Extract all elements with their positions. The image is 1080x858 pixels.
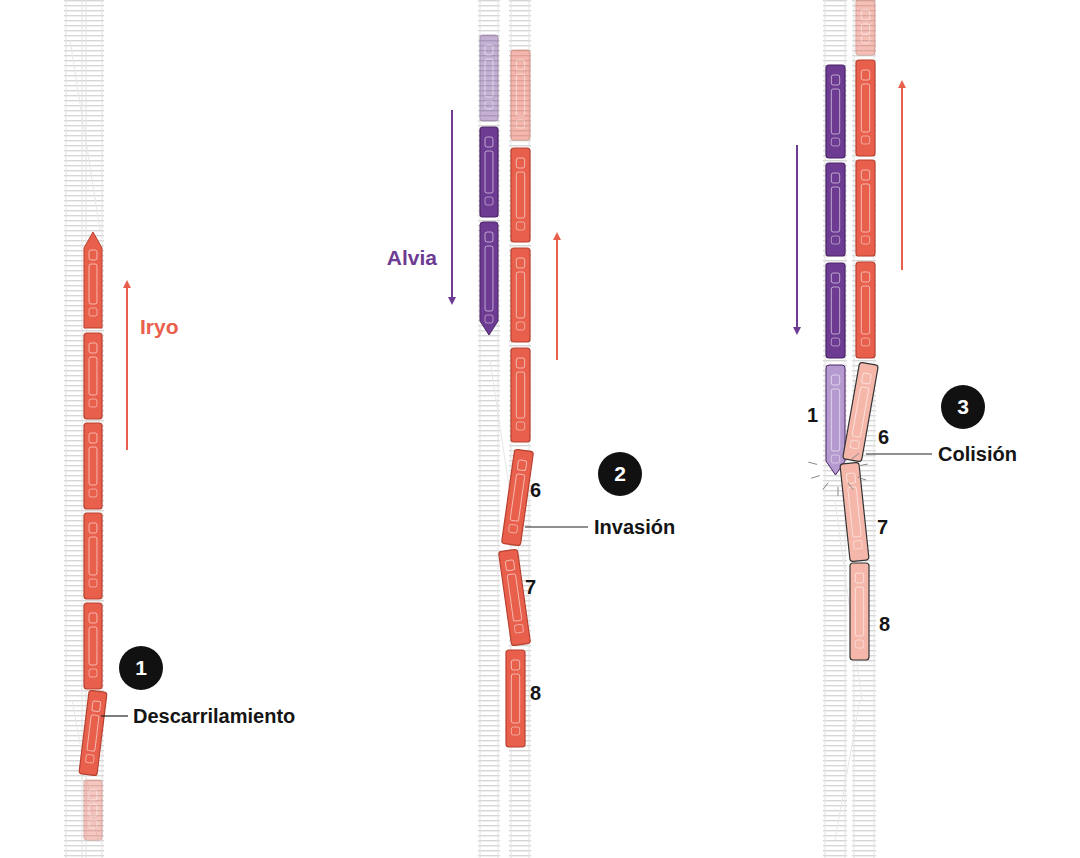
car-number: 8 [530,681,541,705]
leader-lines [101,454,932,716]
step-number: 3 [957,395,969,419]
car-number: 1 [807,403,818,427]
car-number: 7 [525,575,536,599]
step-number-circle: 1 [119,646,163,690]
car-number: 8 [879,612,890,636]
train-name: Iryo [140,315,179,339]
step-number-circle: 2 [598,452,642,496]
car-number: 6 [530,478,541,502]
car-number: 6 [878,425,889,449]
event-label: Colisión [938,442,1017,466]
step-number: 2 [614,462,626,486]
event-label: Invasión [594,515,675,539]
step-number-circle: 3 [941,385,985,429]
event-label: Descarrilamiento [133,704,295,728]
car-number: 7 [877,515,888,539]
step-number: 1 [135,656,147,680]
train-name: Alvia [387,246,437,270]
train-cars [79,0,906,840]
tracks [64,0,876,858]
